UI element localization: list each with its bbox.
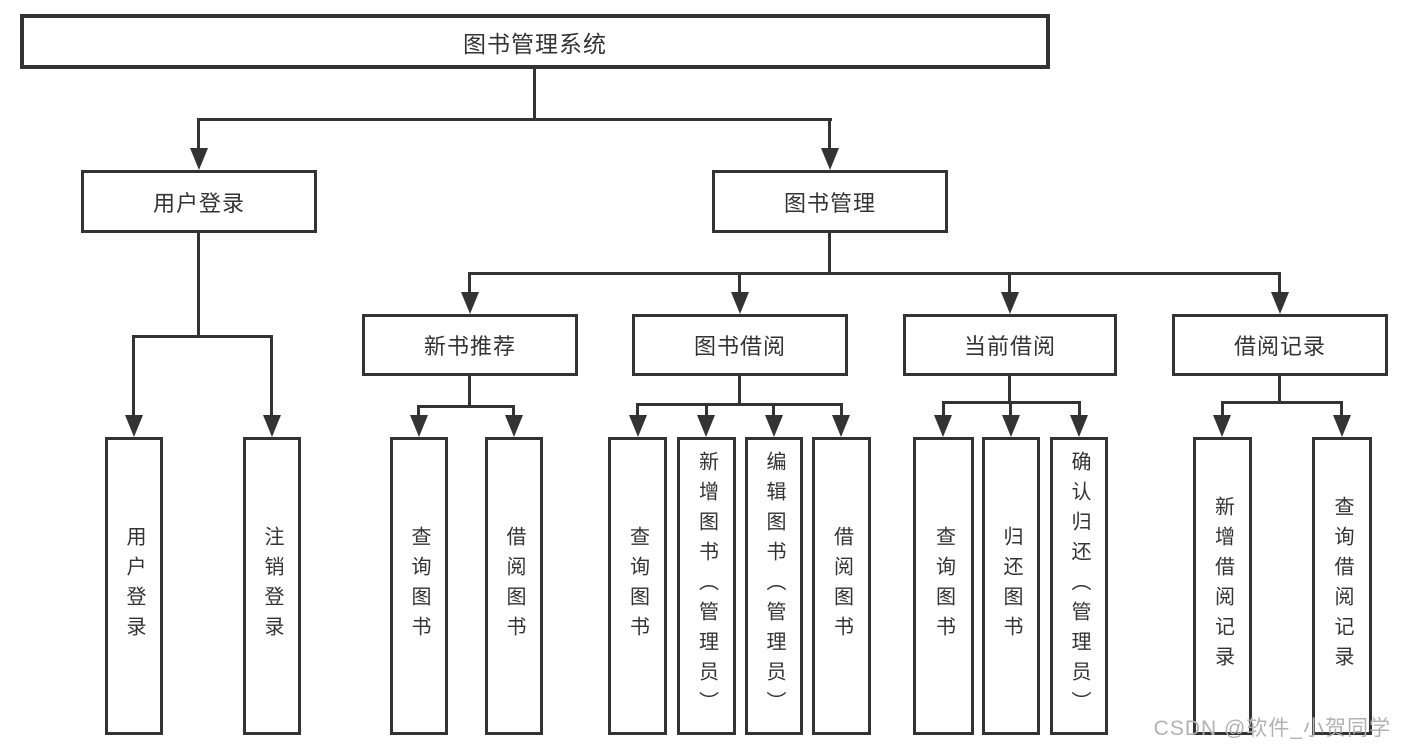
connector-hline — [636, 403, 843, 406]
node-label: 用户登录 — [152, 190, 245, 216]
connector-vline — [942, 401, 945, 417]
connector-vline — [840, 403, 843, 417]
arrowhead-icon — [821, 148, 839, 170]
leaf-user-login: 用户登录 — [105, 437, 163, 735]
node-label: 查询图书 — [932, 526, 955, 646]
leaf-bb-edit-books-admin: 编辑图书（管理员） — [745, 437, 803, 735]
node-borrow-records: 借阅记录 — [1172, 314, 1388, 376]
arrowhead-icon — [697, 415, 715, 437]
arrowhead-icon — [731, 292, 749, 314]
node-label: 图书管理系统 — [463, 30, 607, 57]
node-label: 新增图书（管理员） — [695, 451, 718, 721]
node-label: 编辑图书（管理员） — [763, 451, 785, 721]
connector-vline — [1278, 272, 1281, 294]
arrowhead-icon — [125, 415, 143, 437]
arrowhead-icon — [1001, 292, 1019, 314]
connector-vline — [828, 118, 831, 150]
arrowhead-icon — [505, 415, 523, 437]
watermark: CSDN @软件_小贺同学 — [1153, 717, 1391, 740]
node-user-login: 用户登录 — [81, 170, 317, 233]
node-label: 借阅记录 — [1233, 334, 1326, 359]
node-label: 新书推荐 — [423, 334, 516, 359]
leaf-cb-return-books: 归还图书 — [982, 437, 1040, 735]
connector-vline — [1009, 401, 1012, 417]
leaf-br-query-record: 查询借阅记录 — [1312, 437, 1372, 735]
connector-hline — [468, 272, 1281, 275]
connector-vline — [132, 335, 135, 417]
connector-vline — [738, 376, 741, 403]
connector-vline — [1278, 376, 1281, 401]
arrowhead-icon — [461, 292, 479, 314]
node-label: 借阅图书 — [503, 526, 525, 646]
node-book-management: 图书管理 — [712, 170, 948, 233]
node-new-book-recommend: 新书推荐 — [362, 314, 578, 376]
connector-vline — [705, 403, 708, 417]
node-label: 用户登录 — [123, 526, 145, 646]
connector-vline — [197, 118, 200, 150]
arrowhead-icon — [1070, 415, 1088, 437]
node-label: 查询借阅记录 — [1331, 496, 1353, 676]
leaf-cb-query-books: 查询图书 — [913, 437, 974, 735]
node-label: 当前借阅 — [963, 334, 1056, 359]
arrowhead-icon — [629, 415, 647, 437]
arrowhead-icon — [1271, 292, 1289, 314]
connector-vline — [533, 69, 536, 118]
leaf-bb-borrow-books: 借阅图书 — [812, 437, 871, 735]
arrowhead-icon — [263, 415, 281, 437]
node-label: 借阅图书 — [830, 526, 853, 646]
arrowhead-icon — [410, 415, 428, 437]
arrowhead-icon — [765, 415, 783, 437]
leaf-br-add-record: 新增借阅记录 — [1193, 437, 1252, 735]
node-current-borrow: 当前借阅 — [903, 314, 1117, 376]
connector-vline — [636, 403, 639, 417]
node-label: 图书借阅 — [693, 334, 786, 359]
node-label: 查询图书 — [408, 526, 430, 646]
node-label: 查询图书 — [626, 526, 649, 646]
node-root: 图书管理系统 — [20, 14, 1050, 69]
connector-vline — [1008, 376, 1011, 401]
connector-vline — [1221, 401, 1224, 417]
connector-vline — [738, 272, 741, 294]
node-label: 图书管理 — [783, 190, 876, 216]
connector-vline — [468, 376, 471, 405]
arrowhead-icon — [190, 148, 208, 170]
arrowhead-icon — [1213, 415, 1231, 437]
arrowhead-icon — [832, 415, 850, 437]
leaf-nbr-borrow-books: 借阅图书 — [485, 437, 543, 735]
node-label: 注销登录 — [261, 526, 283, 646]
connector-vline — [417, 405, 420, 417]
connector-vline — [1340, 401, 1343, 417]
connector-vline — [512, 405, 515, 417]
node-label: 确认归还（管理员） — [1068, 451, 1090, 721]
connector-vline — [1078, 401, 1081, 417]
arrowhead-icon — [934, 415, 952, 437]
leaf-bb-query-books: 查询图书 — [608, 437, 667, 735]
leaf-logout: 注销登录 — [243, 437, 301, 735]
leaf-cb-confirm-return-admin: 确认归还（管理员） — [1050, 437, 1108, 735]
connector-vline — [828, 233, 831, 272]
leaf-nbr-query-books: 查询图书 — [390, 437, 448, 735]
connector-hline — [1221, 401, 1343, 404]
node-label: 新增借阅记录 — [1211, 496, 1234, 676]
leaf-bb-add-books-admin: 新增图书（管理员） — [677, 437, 736, 735]
connector-vline — [1008, 272, 1011, 294]
connector-vline — [197, 233, 200, 335]
arrowhead-icon — [1002, 415, 1020, 437]
connector-hline — [197, 118, 832, 121]
connector-vline — [772, 403, 775, 417]
connector-hline — [417, 405, 515, 408]
node-label: 归还图书 — [1000, 526, 1022, 646]
arrowhead-icon — [1333, 415, 1351, 437]
connector-vline — [468, 272, 471, 294]
connector-hline — [132, 335, 273, 338]
connector-vline — [270, 335, 273, 417]
node-book-borrow: 图书借阅 — [632, 314, 848, 376]
